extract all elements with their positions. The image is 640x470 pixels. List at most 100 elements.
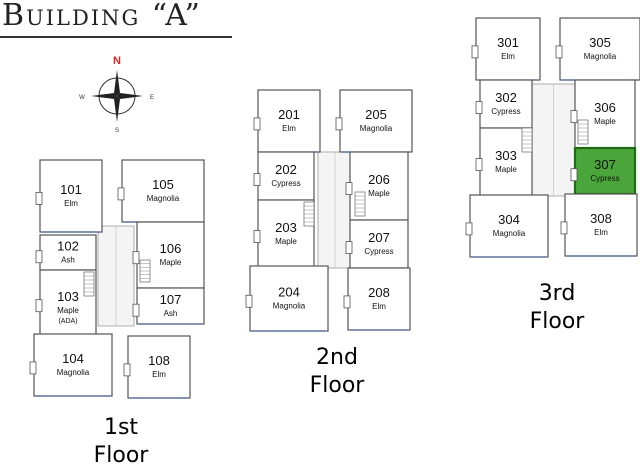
unit-number: 205 [365,107,387,122]
floor-2-label: 2nd Floor [302,344,372,400]
stair-icon [354,191,366,217]
unit-number: 104 [62,351,84,366]
unit-style: Cypress [491,107,520,116]
window-bay [560,221,568,235]
unit-outline [475,17,541,81]
unit-outline [559,17,640,81]
unit-number: 105 [152,177,174,192]
unit-outline [121,159,205,223]
window-bay [35,250,43,264]
window-bay [570,110,578,123]
unit-style: Maple [57,306,79,315]
unit-number: 102 [57,239,79,254]
unit-number: 107 [160,292,182,307]
unit-outline [39,159,103,233]
window-bay [343,295,351,309]
floor-2-plan: 201Elm202Cypress203Maple204Magnolia205Ma… [245,89,413,332]
window-bay [345,182,353,196]
unit-style: Maple [594,117,616,126]
window-bay [475,158,483,172]
window-bay [35,191,43,205]
unit-number: 101 [60,182,82,197]
floor-name: 3rd [538,281,576,306]
unit-style: Magnolia [584,52,617,61]
window-bay [253,117,261,131]
floor-1-label: 1st Floor [86,414,156,470]
window-bay [335,117,343,131]
unit-style: Ash [61,256,75,265]
unit-number: 106 [160,241,182,256]
window-bay [475,101,483,114]
window-bay [570,168,578,182]
window-bay [245,294,253,308]
stair-icon [521,127,533,153]
unit-style: Elm [501,52,515,61]
unit-style: Magnolia [493,229,526,238]
floor-word: Floor [93,443,149,468]
unit-outline [127,335,191,399]
unit-outline [564,193,638,257]
unit-number: 207 [368,230,390,245]
window-bay [253,173,261,187]
stair-icon [303,201,315,227]
unit-outline [39,234,97,271]
unit-number: 307 [594,157,616,172]
unit-number: 301 [497,35,519,50]
unit-style: Elm [594,228,608,237]
unit-outline [249,265,329,332]
floor-word: Floor [309,373,365,398]
stair-icon [83,271,95,297]
unit-style: Magnolia [360,124,393,133]
unit-number: 201 [278,107,300,122]
unit-outline [339,89,413,153]
unit-style: Elm [152,370,166,379]
unit-style: Maple [275,237,297,246]
window-bay [253,230,261,244]
floor-name: 1st [103,415,139,440]
floor-name: 2nd [316,345,358,370]
unit-number: 206 [368,172,390,187]
window-bay [345,241,353,255]
floor-3-plan: 301Elm302Cypress303Maple304Magnolia305Ma… [465,17,640,258]
building-title: Building “A” [2,0,202,33]
unit-outline [347,267,411,331]
unit-number: 203 [275,220,297,235]
unit-outline [136,287,205,325]
unit-number: 208 [368,285,390,300]
unit-style: Cypress [590,174,619,183]
unit-outline [479,79,533,129]
stair-icon [139,259,151,283]
title-underline [0,36,232,38]
unit-style: Maple [368,189,390,198]
unit-style: Elm [64,199,78,208]
window-bay [132,303,140,317]
window-bay [471,45,479,59]
unit-style: Elm [282,124,296,133]
unit-style: Cypress [271,179,300,188]
unit-number: 108 [148,353,170,368]
unit-note: (ADA) [58,318,77,325]
compass-west-label: W [79,95,85,101]
window-bay [465,222,473,236]
window-bay [35,299,43,313]
unit-number: 308 [590,211,612,226]
stair-icon [577,119,589,145]
unit-style: Magnolia [147,194,180,203]
compass-north-label: N [113,55,121,67]
unit-number: 304 [498,212,520,227]
